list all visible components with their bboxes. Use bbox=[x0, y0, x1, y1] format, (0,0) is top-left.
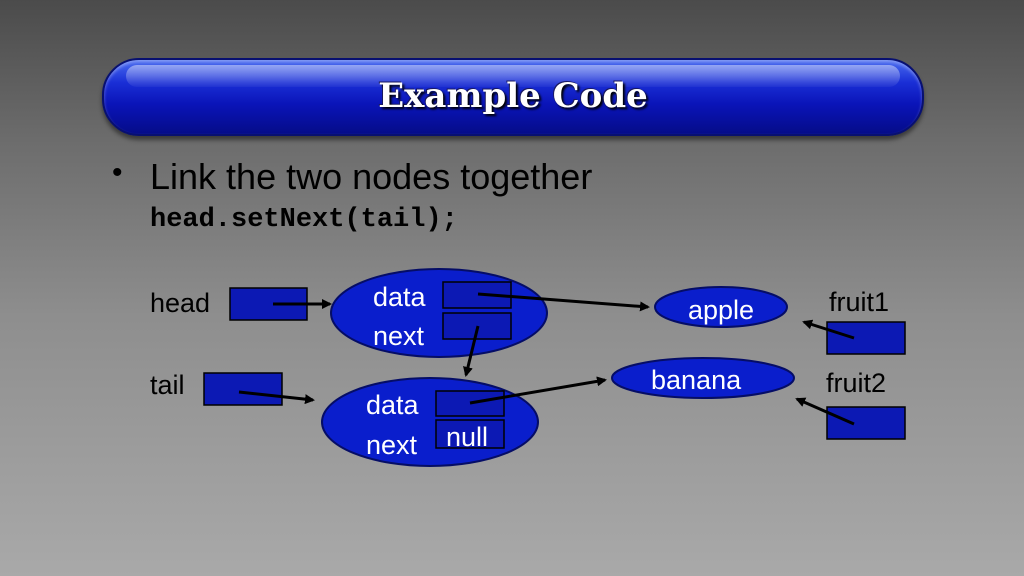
node2-next-box bbox=[435, 419, 505, 449]
arrow-fruit1-to-apple bbox=[802, 319, 855, 340]
fruit2-box bbox=[826, 406, 906, 440]
node2-next-label: next bbox=[366, 430, 418, 460]
tail-label: tail bbox=[150, 370, 185, 400]
tail-box bbox=[203, 372, 283, 406]
arrow-tail-to-node2 bbox=[238, 390, 315, 405]
head-label: head bbox=[150, 288, 210, 318]
node1-data-label: data bbox=[373, 282, 427, 312]
apple-ellipse bbox=[654, 286, 788, 328]
node2-data-box bbox=[435, 390, 505, 417]
slide-title: Example Code bbox=[378, 76, 648, 116]
node1-ellipse bbox=[330, 268, 548, 358]
fruit1-box bbox=[826, 321, 906, 355]
node2-ellipse bbox=[321, 377, 539, 467]
arrow-node2-data-to-banana bbox=[469, 376, 607, 405]
apple-label: apple bbox=[688, 295, 754, 325]
node1-next-label: next bbox=[373, 321, 425, 351]
banana-ellipse bbox=[611, 357, 795, 399]
banana-label: banana bbox=[651, 365, 742, 395]
fruit1-label: fruit1 bbox=[829, 287, 889, 317]
arrow-fruit2-to-banana bbox=[795, 397, 855, 426]
code-line: head.setNext(tail); bbox=[150, 205, 458, 235]
arrow-node1-data-to-apple bbox=[477, 292, 650, 312]
node2-data-label: data bbox=[366, 390, 420, 420]
bullet-text: Link the two nodes together bbox=[150, 156, 593, 197]
bullet-dot: • bbox=[112, 156, 123, 189]
fruit2-label: fruit2 bbox=[826, 368, 886, 398]
node2-null-label: null bbox=[446, 422, 488, 452]
title-bar: Example Code bbox=[102, 58, 924, 136]
arrow-node1-next-to-node2 bbox=[463, 325, 480, 377]
